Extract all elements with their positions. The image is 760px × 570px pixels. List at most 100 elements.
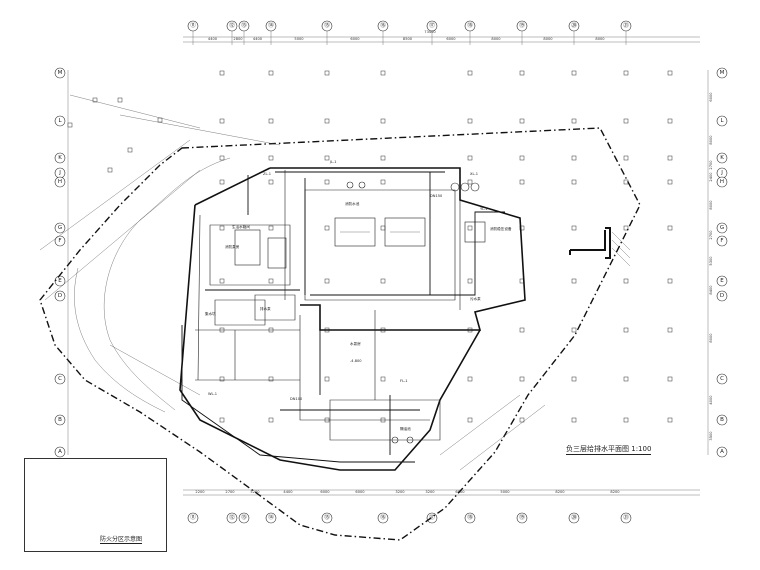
top-total-dimension: 73400: [424, 30, 436, 34]
left-axis-M-label: M: [58, 70, 63, 76]
top-axis-10-label: ⑳: [571, 21, 577, 29]
bottom-axis-9-label: ⑲: [519, 513, 525, 521]
plan-title-text: 负三层给排水平面图: [566, 445, 629, 453]
left-axis-D: D: [54, 290, 66, 302]
right-dimension-values: 6000800027002400800027005300840080004000…: [709, 92, 713, 441]
fire-water-tanks: [234, 217, 486, 269]
right-dim-6: 2700: [709, 230, 713, 240]
bottom-axis-8-label: ⑱: [467, 513, 473, 521]
top-axis-3: ⑬: [238, 20, 250, 32]
bottom-dim-3: 5200: [250, 490, 260, 494]
room-label-6: 污水泵: [470, 296, 481, 301]
right-axis-G-label: G: [720, 225, 724, 231]
fire-zone-boundary: [39, 127, 641, 541]
top-axis-11-label: ㉑: [623, 21, 629, 29]
bottom-axis-5-label: ⑮: [324, 513, 330, 521]
ramp-curve: [74, 267, 166, 413]
room-label-1: 消防水池: [345, 201, 360, 206]
right-axis-F: F: [716, 235, 728, 247]
left-axis-K: K: [54, 152, 66, 164]
pipe-tag-9: -4.800: [350, 359, 362, 363]
top-axis-2: ⑫: [226, 20, 238, 32]
right-axis-G: G: [716, 222, 728, 234]
right-dim-5: 8000: [709, 200, 713, 210]
bottom-dim-5: 6000: [320, 490, 330, 494]
bottom-axis-9: ⑲: [516, 512, 528, 524]
room-label-7: 隔油池: [400, 426, 411, 431]
bottom-axis-3-label: ⑬: [241, 513, 247, 521]
structural-columns: [67, 70, 673, 423]
top-dim-10: 8000: [595, 37, 605, 41]
bottom-axis-1: ⑪: [187, 512, 199, 524]
top-axis-3-label: ⑬: [241, 21, 247, 29]
right-dim-7: 5300: [709, 256, 713, 266]
top-dim-5: 6000: [350, 37, 360, 41]
top-dim-3: 4400: [253, 37, 263, 41]
bottom-axis-3: ⑬: [238, 512, 250, 524]
right-dim-9: 8000: [709, 333, 713, 343]
right-axis-C-label: C: [720, 376, 724, 382]
top-axis-6: ⑯: [377, 20, 389, 32]
right-axis-M: M: [716, 67, 728, 79]
pipe-tag-7: DN150: [430, 194, 443, 198]
top-dim-4: 5000: [294, 37, 304, 41]
left-axis-J: J: [54, 167, 66, 179]
left-axis-G-label: G: [58, 225, 62, 231]
bottom-axis-4-label: ⑭: [268, 513, 274, 521]
top-axis-11: ㉑: [620, 20, 632, 32]
top-axis-10: ⑳: [568, 20, 580, 32]
pipe-tag-3: ZL-1: [263, 172, 271, 176]
right-axis-M-label: M: [720, 70, 725, 76]
right-axis-B: B: [716, 414, 728, 426]
top-axis-8-label: ⑱: [467, 21, 473, 29]
room-label-3: 消防泵房: [225, 244, 240, 249]
bottom-axis-7: ⑰: [426, 512, 438, 524]
legend-title: 防火分区示意图: [100, 536, 143, 544]
left-axis-B-label: B: [58, 417, 62, 423]
left-axis-C-label: C: [58, 376, 62, 382]
shaft-block: [569, 227, 631, 267]
right-axis-H: H: [716, 176, 728, 188]
bottom-axis-11: ㉑: [620, 512, 632, 524]
left-axis-K-label: K: [58, 155, 62, 161]
top-axis-9: ⑲: [516, 20, 528, 32]
top-dim-6: 8500: [403, 37, 413, 41]
left-axis-A-label: A: [58, 449, 62, 455]
top-dim-2: 2800: [233, 37, 243, 41]
room-label-5: 排水泵: [260, 306, 271, 311]
right-axis-F-label: F: [720, 238, 723, 244]
right-axis-A: A: [716, 446, 728, 458]
right-dim-3: 2700: [709, 160, 713, 170]
bottom-axis-11-label: ㉑: [623, 513, 629, 521]
left-axis-J-label: J: [58, 170, 61, 176]
top-axis-9-label: ⑲: [519, 21, 525, 29]
right-axis-E-label: E: [720, 278, 724, 284]
bottom-axis-5: ⑮: [321, 512, 333, 524]
left-axis-C: C: [54, 373, 66, 385]
pipe-tag-2: XL-1: [470, 172, 478, 176]
pipe-tag-8: DN100: [290, 397, 303, 401]
right-axis-L: L: [716, 115, 728, 127]
right-dim-1: 6000: [709, 92, 713, 102]
left-axis-M: M: [54, 67, 66, 79]
building-walls: [179, 167, 526, 471]
bottom-axis-2: ⑫: [226, 512, 238, 524]
top-dim-9: 8000: [543, 37, 553, 41]
top-axis-4: ⑭: [265, 20, 277, 32]
top-axis-1-label: ⑪: [190, 21, 196, 29]
top-axis-6-label: ⑯: [380, 21, 386, 29]
right-axis-L-label: L: [720, 118, 724, 124]
room-label-8: 水泵房: [350, 341, 361, 346]
right-axis-H-label: H: [720, 179, 724, 185]
right-dim-4: 2400: [709, 172, 713, 182]
pipe-tag-5: FL-1: [400, 379, 408, 383]
top-dim-8: 8000: [491, 37, 501, 41]
top-axis-1: ⑪: [187, 20, 199, 32]
diagonal-axis-lines: [39, 94, 546, 471]
